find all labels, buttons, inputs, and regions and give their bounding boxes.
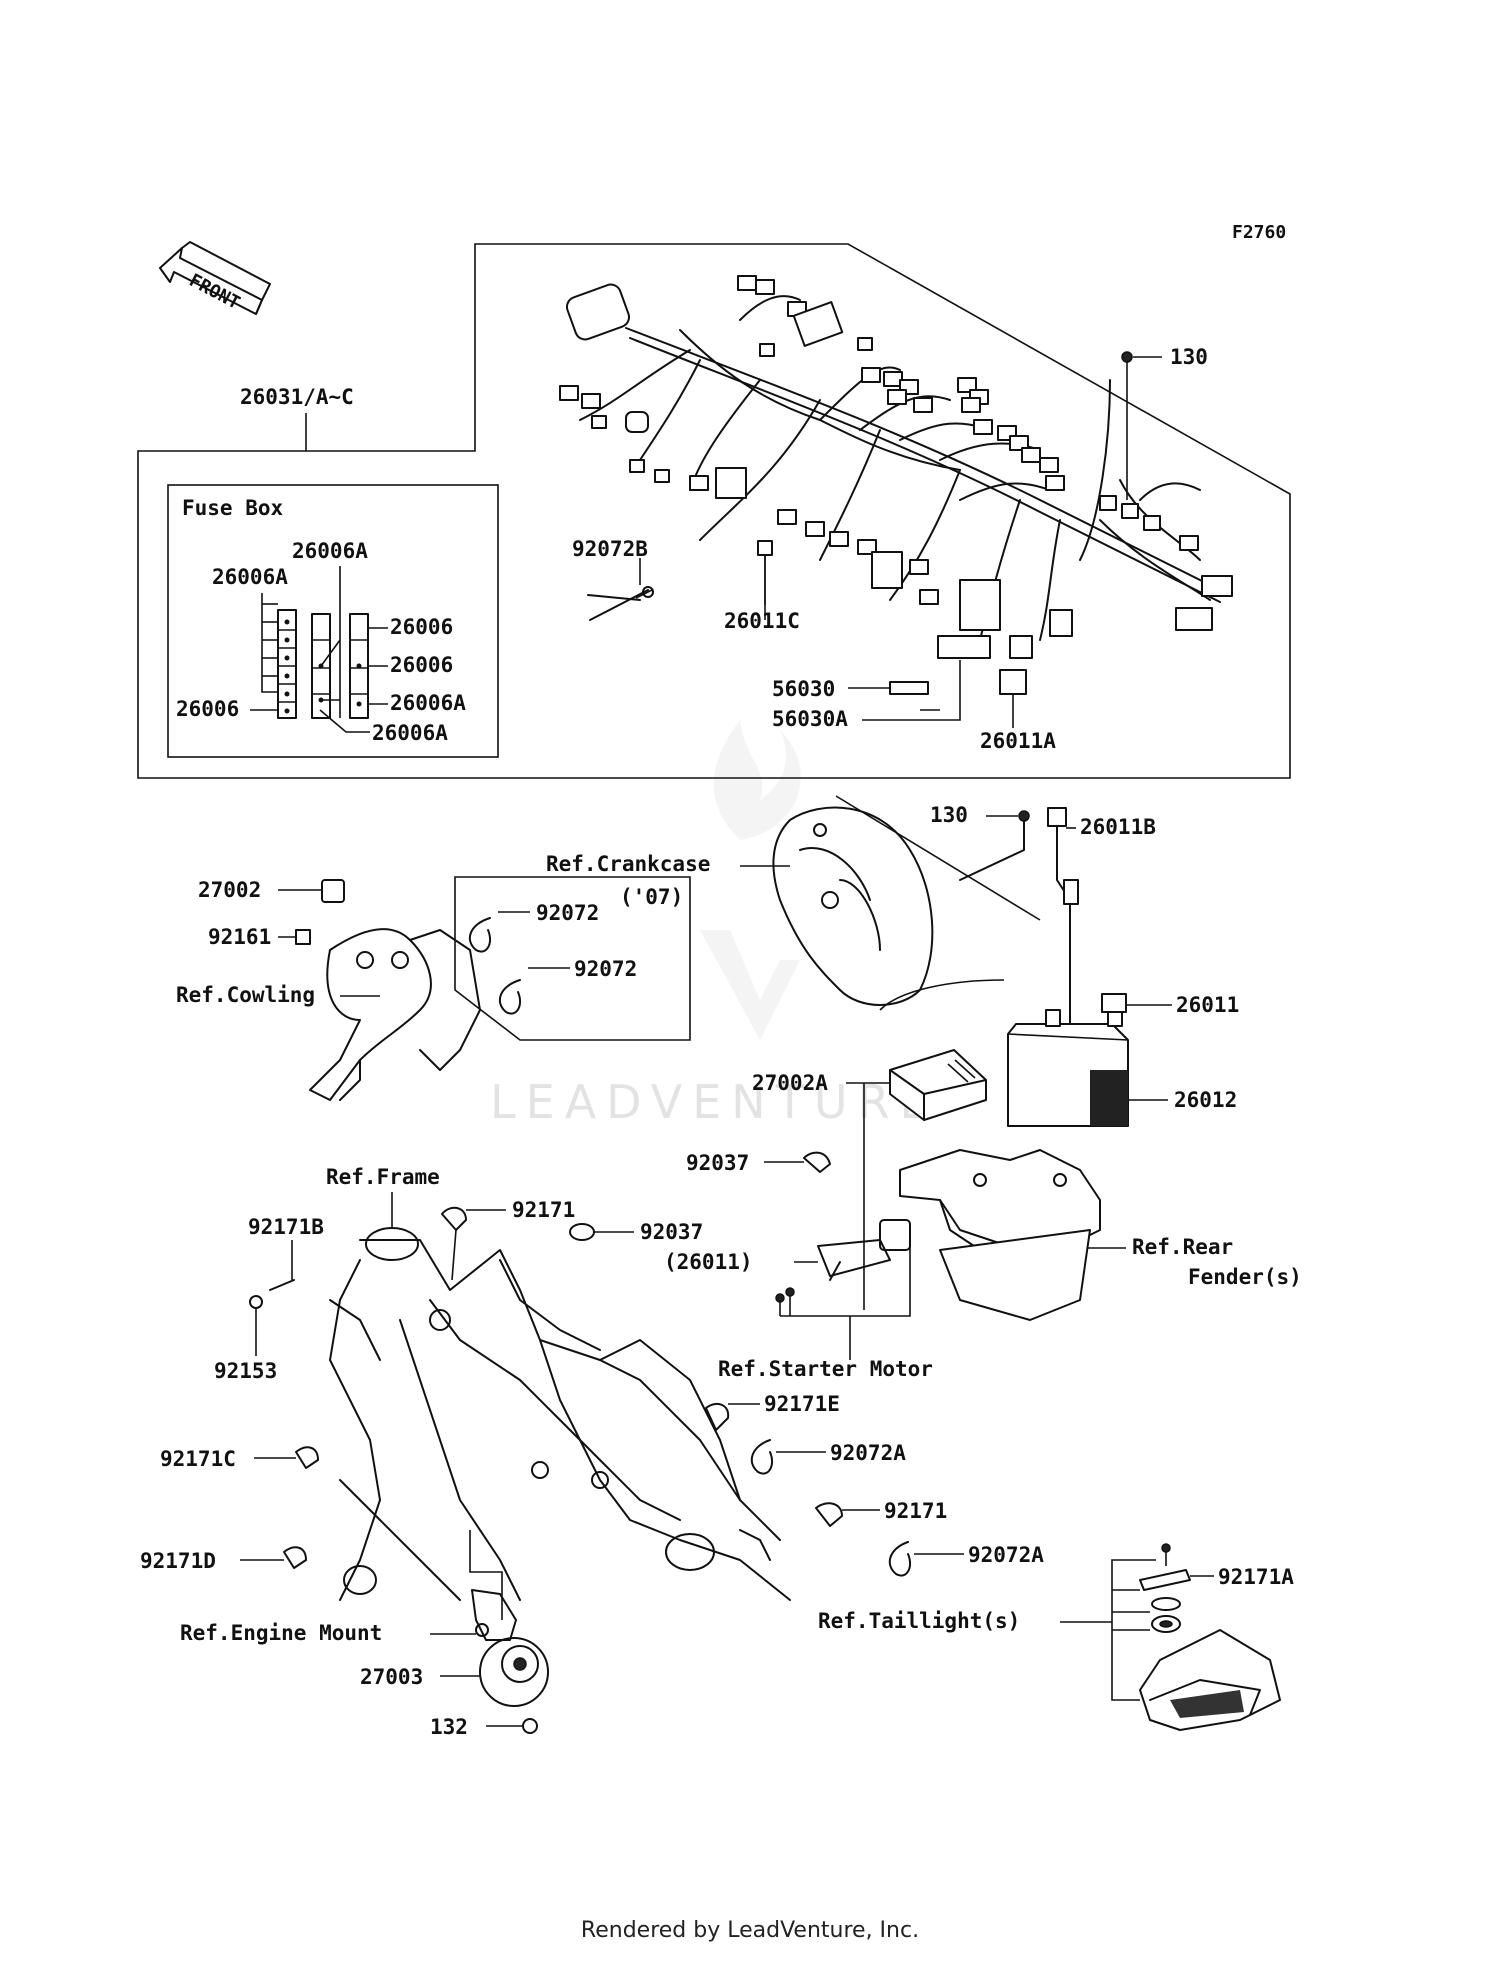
label-ref-cowling: Ref.Cowling: [176, 983, 315, 1007]
label-26011A: 26011A: [980, 729, 1056, 753]
rear-fender-tray-drawing: [899, 1149, 1101, 1321]
footer-credit: Rendered by LeadVenture, Inc.: [580, 1918, 920, 1943]
cable-tie-92072B: [589, 589, 649, 621]
label-27002A: 27002A: [752, 1071, 828, 1095]
nut-132: [522, 1718, 538, 1734]
label-92171-b: 92171: [884, 1499, 947, 1523]
label-92072A-b: 92072A: [968, 1543, 1044, 1567]
fuse-label-1: 26006A: [292, 539, 368, 563]
bolt-130-top: [1121, 351, 1133, 363]
clip-92171C: [295, 1446, 319, 1469]
label-ref-taillight: Ref.Taillight(s): [818, 1609, 1020, 1633]
label-92037-a: 92037: [686, 1151, 749, 1175]
terminal-26011: [1101, 993, 1127, 1013]
label-26012: 26012: [1174, 1088, 1237, 1112]
label-92072-b: 92072: [574, 957, 637, 981]
starter-relay-drawing: [775, 1219, 911, 1316]
battery-26012-drawing: [1007, 1009, 1129, 1127]
clamp-92072A-a: [750, 1439, 774, 1475]
label-year-07: ('07): [620, 885, 683, 909]
label-26011-paren: (26011): [664, 1250, 753, 1274]
clip-92171-a: [441, 1206, 467, 1231]
clip-92171-b: [815, 1502, 843, 1527]
fuse-label-7: 26006A: [372, 721, 448, 745]
label-ref-engine-mount: Ref.Engine Mount: [180, 1621, 382, 1645]
label-26011: 26011: [1176, 993, 1239, 1017]
label-92171A: 92171A: [1218, 1565, 1294, 1589]
label-92171-a: 92171: [512, 1198, 575, 1222]
ecu-27002A-drawing: [889, 1049, 987, 1121]
pad-56030: [889, 681, 929, 695]
label-92037-b: 92037: [640, 1220, 703, 1244]
fuse-label-3: 26006: [390, 615, 453, 639]
label-56030: 56030: [772, 677, 835, 701]
label-92072B: 92072B: [572, 537, 648, 561]
watermark-logo: [700, 720, 801, 1040]
fuse-box-title: Fuse Box: [182, 496, 284, 520]
label-130-mid: 130: [930, 803, 968, 827]
fuse-label-2: 26006A: [212, 565, 288, 589]
bolt-130-mid: [1018, 810, 1030, 822]
clamp-92072-a: [468, 917, 492, 953]
label-92072-a: 92072: [536, 901, 599, 925]
label-92171D: 92171D: [140, 1549, 216, 1573]
clip-92171B: [269, 1279, 295, 1291]
clip-92171E: [705, 1402, 730, 1431]
horn-27003-drawing: [479, 1637, 549, 1707]
clip-92171D: [283, 1546, 307, 1569]
label-26011B: 26011B: [1080, 815, 1156, 839]
label-92153: 92153: [214, 1359, 277, 1383]
label-ref-crankcase: Ref.Crankcase: [546, 852, 710, 876]
year-07-box: [454, 876, 691, 1041]
fuse-label-6: 26006: [176, 697, 239, 721]
frame-drawing: [329, 1227, 791, 1601]
label-26011C: 26011C: [724, 609, 800, 633]
terminal-26011B: [1047, 807, 1067, 827]
fuse-box-drawing: [250, 566, 388, 733]
clip-92037-a: [803, 1151, 831, 1173]
label-92171E: 92171E: [764, 1392, 840, 1416]
diagram-code: F2760: [1232, 222, 1286, 243]
label-ref-rear-fender-2: Fender(s): [1188, 1265, 1302, 1289]
clamp-92072-b: [498, 979, 522, 1015]
harness-frame: [137, 243, 1291, 779]
label-92072A-a: 92072A: [830, 1441, 906, 1465]
label-56030A: 56030A: [772, 707, 848, 731]
bolt-92153: [249, 1295, 263, 1309]
relay-26011A: [999, 669, 1027, 695]
label-27003: 27003: [360, 1665, 423, 1689]
label-92171B: 92171B: [248, 1215, 324, 1239]
label-ref-frame: Ref.Frame: [326, 1165, 440, 1189]
watermark-text: LEADVENTURE: [490, 1075, 939, 1129]
crankcase-drawing: [772, 806, 934, 1006]
engine-mount-bracket-drawing: [471, 1589, 517, 1641]
clamp-92072A-b: [888, 1541, 912, 1577]
clip-92037-b: [569, 1223, 595, 1241]
battery-cable-neg: [959, 821, 1025, 881]
label-ref-starter-motor: Ref.Starter Motor: [718, 1357, 933, 1381]
label-ref-rear-fender-1: Ref.Rear: [1132, 1235, 1233, 1259]
fuse-label-5: 26006A: [390, 691, 466, 715]
label-27002: 27002: [198, 878, 261, 902]
label-132: 132: [430, 1715, 468, 1739]
label-92161: 92161: [208, 925, 271, 949]
fuse-box-frame: [167, 484, 499, 758]
taillight-drawing: [1139, 1543, 1281, 1731]
cowling-bracket-drawing: [295, 879, 481, 1101]
front-arrow-icon: FRONT: [159, 241, 271, 315]
label-92171C: 92171C: [160, 1447, 236, 1471]
wiring-harness-drawing: [559, 275, 1233, 691]
label-130-top: 130: [1170, 345, 1208, 369]
fuse-label-4: 26006: [390, 653, 453, 677]
label-harness: 26031/A~C: [240, 385, 354, 409]
